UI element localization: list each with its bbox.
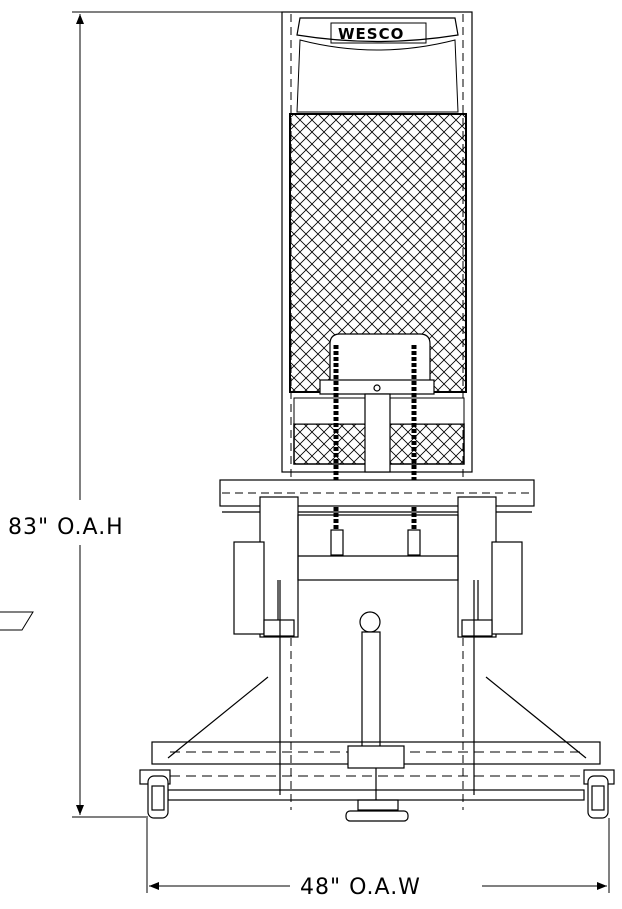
width-dimension bbox=[146, 818, 610, 893]
foot-pedal-bracket bbox=[357, 799, 399, 811]
partial-cutoff-shape bbox=[0, 611, 34, 631]
casters bbox=[139, 769, 615, 819]
right-diagonal-brace bbox=[485, 676, 587, 759]
base-assembly bbox=[151, 580, 601, 822]
carriage-handle bbox=[329, 333, 431, 382]
mast-top-arch bbox=[296, 39, 459, 113]
chain-anchor-right bbox=[407, 529, 421, 556]
left-diagonal-brace bbox=[167, 676, 269, 759]
height-dimension-label: 83" O.A.H bbox=[8, 515, 124, 540]
right-foot-pad bbox=[461, 619, 493, 637]
cross-beam-assembly bbox=[219, 479, 535, 638]
lift-cylinder bbox=[361, 631, 381, 748]
chain-anchor-left bbox=[330, 529, 344, 556]
right-caster-hub bbox=[591, 785, 605, 811]
carriage-column bbox=[364, 393, 391, 473]
right-side-bracket bbox=[457, 496, 497, 638]
brand-logo: WESCO bbox=[338, 25, 404, 43]
carriage-bolt bbox=[373, 384, 381, 392]
height-dimension bbox=[72, 11, 282, 818]
left-side-panel bbox=[233, 541, 265, 635]
foot-pedal bbox=[345, 810, 409, 822]
left-foot-pad bbox=[263, 619, 295, 637]
brand-logo-plate bbox=[330, 22, 427, 44]
mast-top-cap bbox=[296, 17, 459, 43]
right-side-panel bbox=[491, 541, 523, 635]
pump-housing bbox=[347, 745, 405, 769]
left-caster-hub bbox=[151, 785, 165, 811]
width-dimension-label: 48" O.A.W bbox=[300, 875, 421, 900]
center-frame bbox=[297, 514, 459, 581]
cylinder-top-cap bbox=[359, 611, 381, 633]
left-side-bracket bbox=[259, 496, 299, 638]
